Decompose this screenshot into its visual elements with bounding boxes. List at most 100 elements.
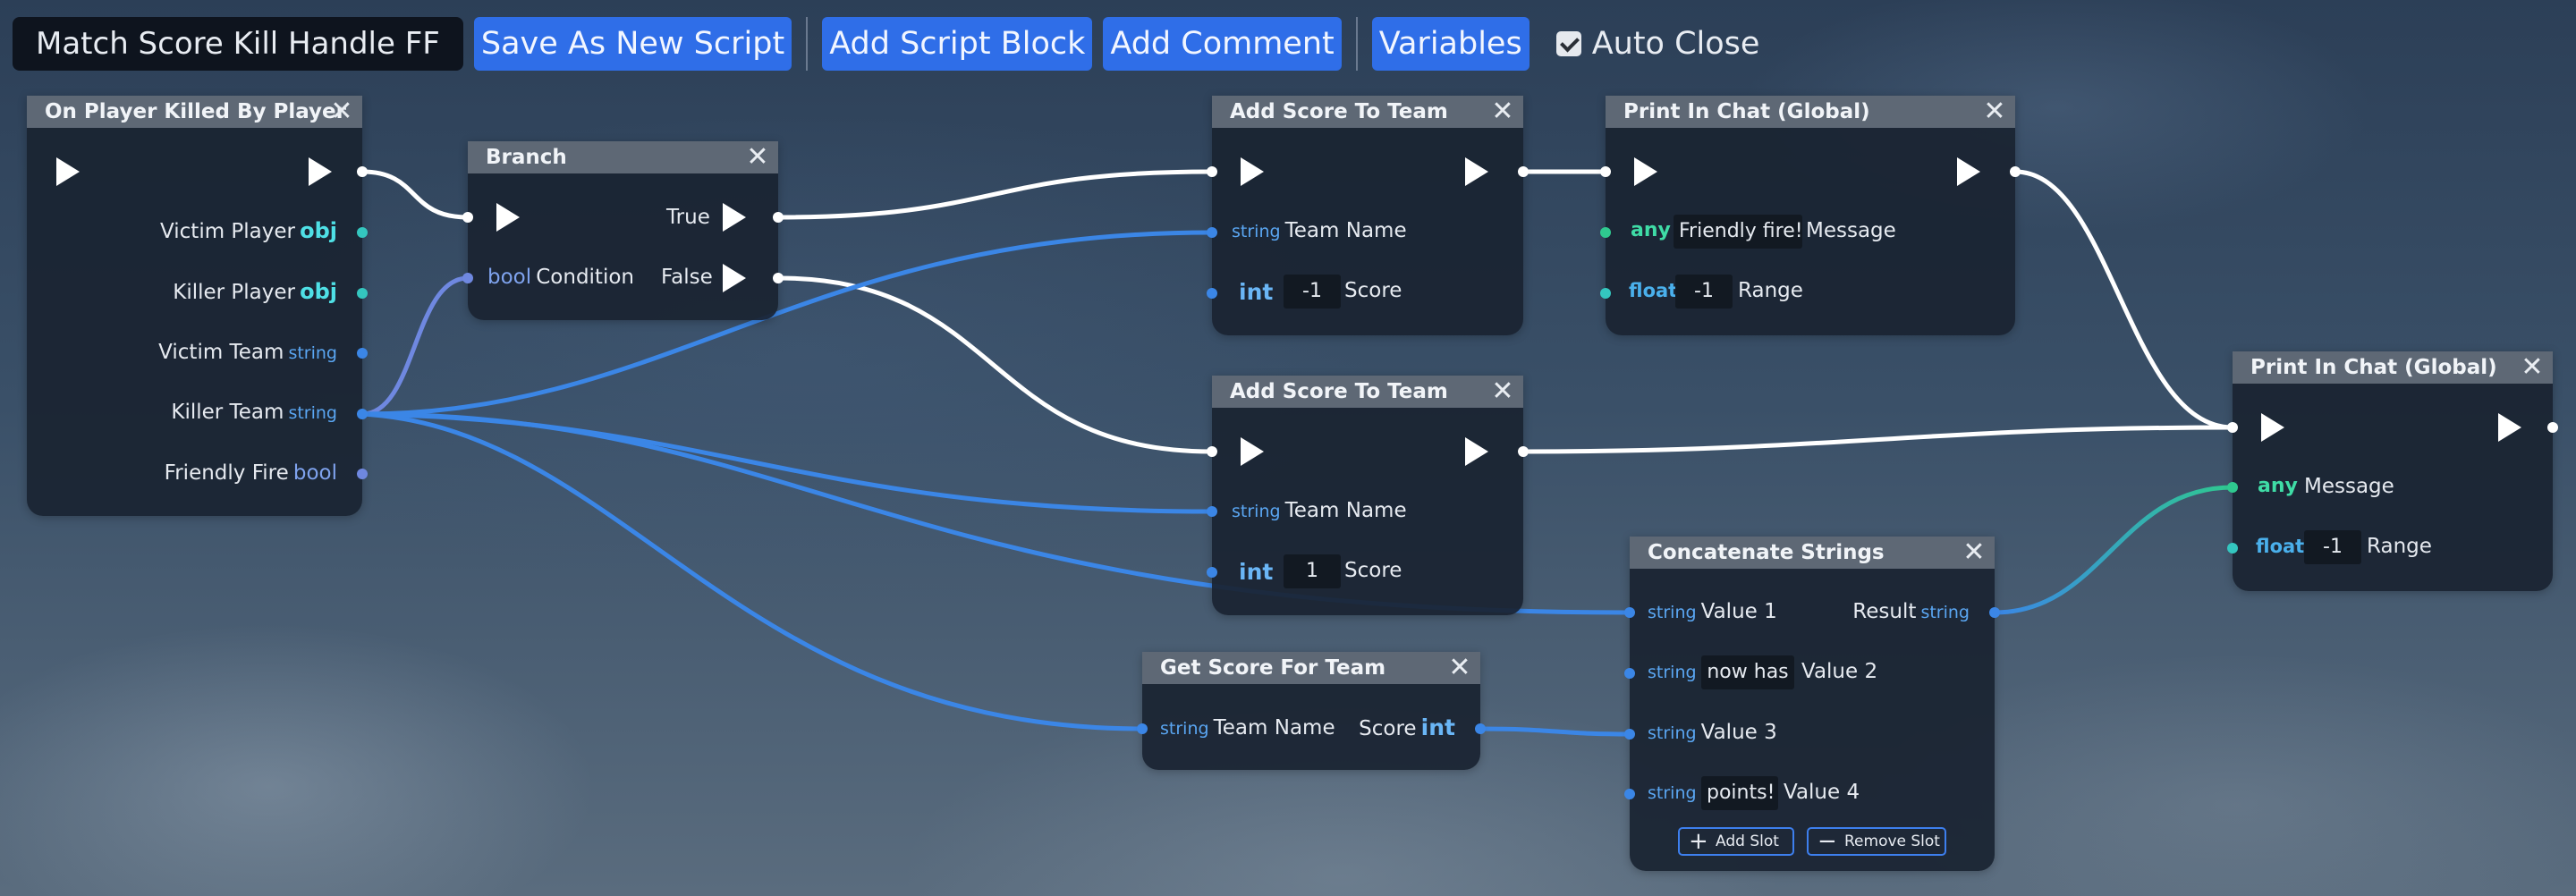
node-header[interactable]: Print In Chat (Global) ✕	[2233, 351, 2553, 384]
branch-false-pin[interactable]	[773, 273, 784, 283]
exec-out-pin[interactable]	[357, 166, 368, 177]
node-add-score-to-team-2[interactable]: Add Score To Team ✕ string Team Name int…	[1212, 376, 1523, 615]
node-header[interactable]: Branch ✕	[468, 141, 778, 173]
get-score-output-pin[interactable]	[1475, 723, 1486, 734]
print-1-range-pin[interactable]	[1600, 288, 1611, 299]
node-header[interactable]: Get Score For Team ✕	[1142, 652, 1480, 684]
node-branch[interactable]: Branch ✕ True bool Condition False	[468, 141, 778, 320]
output-killer-team: Killer Team string	[171, 401, 337, 424]
close-icon[interactable]: ✕	[2521, 351, 2544, 383]
node-print-in-chat-1[interactable]: Print In Chat (Global) ✕ any Friendly fi…	[1606, 96, 2015, 335]
script-name-field[interactable]: Match Score Kill Handle FF	[13, 17, 463, 71]
node-header[interactable]: Add Score To Team ✕	[1212, 96, 1523, 128]
exec-out-icon[interactable]	[1957, 157, 1980, 186]
exec-out-icon[interactable]	[1465, 157, 1488, 186]
exec-in-icon[interactable]	[1241, 437, 1264, 466]
checkbox-checked-icon[interactable]	[1555, 31, 1581, 56]
data-wire	[361, 230, 1213, 417]
victim-team-pin[interactable]	[357, 348, 368, 359]
range-type: float	[2256, 536, 2305, 557]
exec-out-icon[interactable]	[309, 157, 332, 186]
node-on-player-killed[interactable]: On Player Killed By Player ✕ Victim Play…	[27, 96, 362, 516]
close-icon[interactable]: ✕	[1491, 96, 1514, 127]
close-icon[interactable]: ✕	[330, 96, 353, 127]
friendly-fire-pin[interactable]	[357, 469, 368, 479]
remove-slot-button[interactable]: − Remove Slot	[1807, 827, 1946, 856]
victim-player-pin[interactable]	[357, 227, 368, 238]
message-type: any	[2258, 475, 2298, 497]
print-2-message-pin[interactable]	[2227, 482, 2238, 493]
branch-exec-in-pin[interactable]	[462, 212, 473, 223]
print-1-exec-in-pin[interactable]	[1600, 166, 1611, 177]
output-result: Result string	[1852, 600, 1970, 623]
add-comment-button[interactable]: Add Comment	[1103, 17, 1342, 71]
exec-out-icon[interactable]	[2498, 413, 2521, 442]
node-add-score-to-team-1[interactable]: Add Score To Team ✕ string Team Name int…	[1212, 96, 1523, 335]
node-header[interactable]: Concatenate Strings ✕	[1630, 537, 1995, 569]
exec-false-icon[interactable]	[723, 264, 746, 292]
node-title: Branch	[486, 146, 567, 169]
exec-true-icon[interactable]	[723, 203, 746, 232]
branch-true-pin[interactable]	[773, 212, 784, 223]
false-label: False	[661, 266, 713, 289]
add-score-2-exec-in-pin[interactable]	[1207, 446, 1217, 457]
node-header[interactable]: Add Score To Team ✕	[1212, 376, 1523, 408]
message-input[interactable]: Friendly fire!	[1674, 215, 1803, 249]
print-2-range-pin[interactable]	[2227, 543, 2238, 554]
range-input[interactable]: -1	[1675, 275, 1733, 309]
print-2-exec-in-pin[interactable]	[2227, 422, 2238, 433]
node-print-in-chat-2[interactable]: Print In Chat (Global) ✕ any Message flo…	[2233, 351, 2553, 591]
exec-in-icon[interactable]	[56, 157, 80, 186]
branch-condition-pin[interactable]	[462, 273, 473, 283]
get-score-team-pin[interactable]	[1137, 723, 1148, 734]
close-icon[interactable]: ✕	[1491, 376, 1514, 407]
print-1-exec-out-pin[interactable]	[2010, 166, 2021, 177]
killer-team-pin[interactable]	[357, 409, 368, 419]
exec-in-icon[interactable]	[1241, 157, 1264, 186]
node-header[interactable]: On Player Killed By Player ✕	[27, 96, 362, 128]
range-input[interactable]: -1	[2304, 530, 2361, 564]
add-score-2-exec-out-pin[interactable]	[1518, 446, 1529, 457]
minus-icon: −	[1818, 828, 1837, 855]
save-as-new-script-button[interactable]: Save As New Script	[473, 17, 792, 71]
concat-value-2-pin[interactable]	[1624, 668, 1635, 679]
killer-player-pin[interactable]	[357, 288, 368, 299]
concat-value-3-pin[interactable]	[1624, 729, 1635, 740]
close-icon[interactable]: ✕	[1962, 537, 1986, 568]
add-score-1-score-pin[interactable]	[1207, 288, 1217, 299]
exec-out-icon[interactable]	[1465, 437, 1488, 466]
auto-close-toggle[interactable]: Auto Close	[1555, 26, 1759, 62]
exec-in-icon[interactable]	[2261, 413, 2284, 442]
add-script-block-button[interactable]: Add Script Block	[822, 17, 1093, 71]
add-slot-button[interactable]: + Add Slot	[1678, 827, 1794, 856]
node-concatenate-strings[interactable]: Concatenate Strings ✕ string Value 1 Res…	[1630, 537, 1995, 871]
add-score-2-team-pin[interactable]	[1207, 506, 1217, 517]
concat-result-pin[interactable]	[1989, 607, 2000, 618]
exec-in-icon[interactable]	[1634, 157, 1657, 186]
close-icon[interactable]: ✕	[1983, 96, 2006, 127]
print-2-exec-out-pin[interactable]	[2547, 422, 2558, 433]
exec-wire	[1522, 425, 2233, 454]
add-score-1-exec-in-pin[interactable]	[1207, 166, 1217, 177]
close-icon[interactable]: ✕	[746, 141, 769, 173]
toolbar: Match Score Kill Handle FF Save As New S…	[13, 16, 1759, 72]
exec-wire	[777, 169, 1213, 220]
concat-value-1-pin[interactable]	[1624, 607, 1635, 618]
concat-value-4-pin[interactable]	[1624, 789, 1635, 799]
value-4-input[interactable]: points!	[1701, 776, 1778, 810]
output-friendly-fire: Friendly Fire bool	[164, 461, 337, 485]
score-input[interactable]: -1	[1284, 275, 1341, 309]
add-score-1-team-pin[interactable]	[1207, 227, 1217, 238]
score-input[interactable]: 1	[1284, 554, 1341, 588]
node-title: Concatenate Strings	[1648, 541, 1885, 564]
exec-in-icon[interactable]	[496, 203, 520, 232]
print-1-message-pin[interactable]	[1600, 227, 1611, 238]
node-get-score-for-team[interactable]: Get Score For Team ✕ string Team Name Sc…	[1142, 652, 1480, 770]
node-header[interactable]: Print In Chat (Global) ✕	[1606, 96, 2015, 128]
output-victim-player: Victim Player obj	[160, 218, 337, 243]
value-2-input[interactable]: now has	[1701, 655, 1794, 689]
variables-button[interactable]: Variables	[1371, 17, 1530, 71]
add-score-2-score-pin[interactable]	[1207, 567, 1217, 578]
add-score-1-exec-out-pin[interactable]	[1518, 166, 1529, 177]
close-icon[interactable]: ✕	[1448, 652, 1471, 683]
